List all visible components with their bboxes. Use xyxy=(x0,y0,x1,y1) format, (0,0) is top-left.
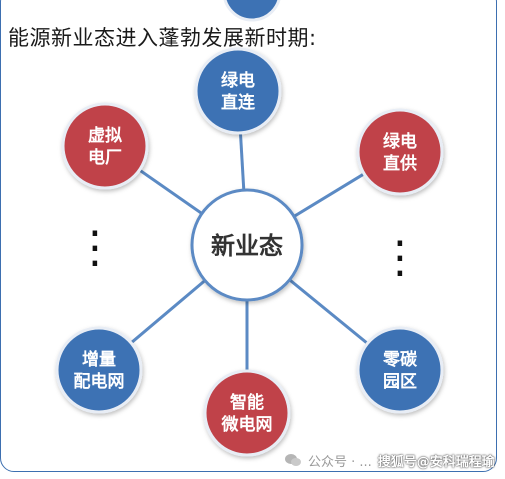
node-label-green-power-supply: 直供 xyxy=(383,153,417,174)
node-label-green-power-direct: 直连 xyxy=(221,92,256,113)
node-circle-virtual-power-plant xyxy=(61,102,149,190)
right-ellipsis: ⋮ xyxy=(378,232,422,283)
center-circle xyxy=(190,188,304,302)
node-label-zero-carbon-park: 零碳 xyxy=(382,349,418,370)
node-label-green-power-supply: 绿电 xyxy=(383,131,417,152)
node-label-green-power-direct: 绿电 xyxy=(221,70,255,91)
left-ellipsis: ⋮ xyxy=(73,222,117,273)
node-circle-incremental-distribution xyxy=(55,326,143,414)
node-circle-zero-carbon-park xyxy=(356,326,444,414)
node-label-smart-microgrid: 智能 xyxy=(230,392,264,413)
watermark-right-text: 搜狐号@安科瑞程瑜 xyxy=(377,454,495,470)
node-label-zero-carbon-park: 园区 xyxy=(383,372,417,392)
node-circle-green-power-supply xyxy=(356,108,444,196)
wechat-icon xyxy=(285,454,301,466)
node-circle-green-power-direct xyxy=(194,47,282,135)
watermark: 公众号 · ... 搜狐号@安科瑞程瑜 xyxy=(284,449,495,471)
page-title: 能源新业态进入蓬勃发展新时期: xyxy=(8,26,317,50)
node-label-incremental-distribution: 配电网 xyxy=(74,371,125,392)
node-label-smart-microgrid: 微电网 xyxy=(221,414,273,435)
center-label: 新业态 xyxy=(211,232,283,260)
center-node: 新业态 xyxy=(190,188,304,302)
node-label-virtual-power-plant: 虚拟 xyxy=(88,125,122,146)
partial-top-circle xyxy=(223,0,281,22)
watermark-left-text: 公众号 · ... xyxy=(308,454,372,470)
node-label-virtual-power-plant: 电厂 xyxy=(88,147,122,168)
node-circle-smart-microgrid xyxy=(203,369,291,457)
node-label-incremental-distribution: 增量 xyxy=(82,349,116,370)
